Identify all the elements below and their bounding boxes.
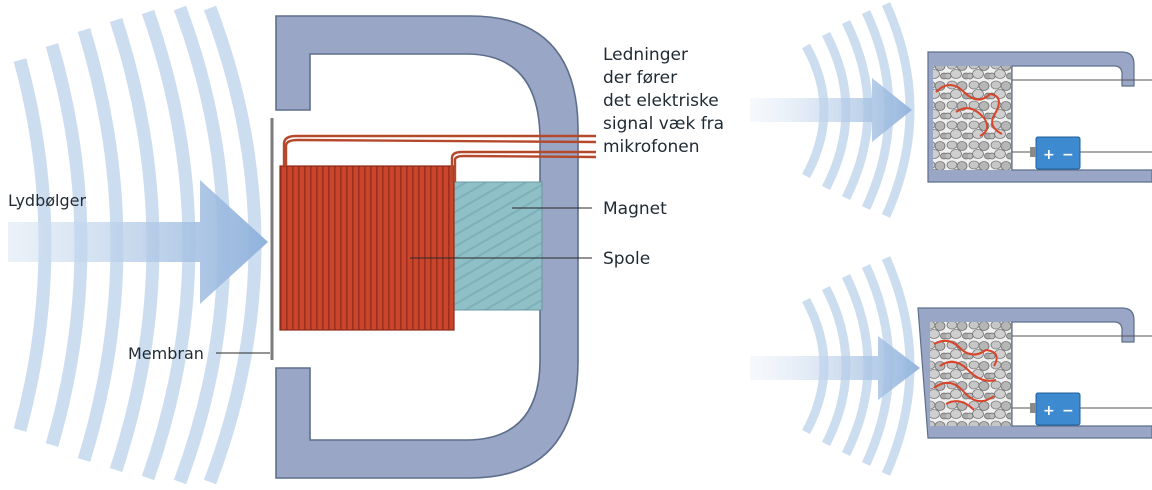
label-sound-waves: Lydbølger — [8, 191, 86, 210]
battery-plus-top: + — [1043, 147, 1055, 163]
leader-lines — [216, 207, 592, 354]
resistance-path-top — [935, 84, 1003, 137]
battery-minus-bottom: − — [1062, 403, 1074, 419]
label-magnet: Magnet — [603, 199, 667, 219]
label-wires-line-3: det elektriske — [603, 91, 719, 111]
carbon-mic-top: + − — [750, 2, 1152, 218]
label-membrane: Membran — [128, 344, 204, 363]
label-coil: Spole — [603, 249, 650, 269]
label-wires-line-1: Ledninger — [603, 45, 688, 65]
magnet-frame — [275, 15, 579, 479]
sound-arrow-bottom-right — [750, 336, 920, 400]
carbon-mic-bottom: + − — [750, 256, 1152, 476]
sound-arrow-top-right — [750, 78, 912, 142]
gravel-chamber-bottom — [930, 322, 1011, 426]
gravel-chamber-top — [933, 66, 1011, 170]
coil-block — [279, 165, 455, 331]
label-wires: Ledninger der fører det elektriske signa… — [603, 45, 724, 157]
coil-wires — [282, 134, 597, 182]
label-wires-line-2: der fører — [603, 68, 677, 88]
resistance-path-bottom — [933, 339, 998, 411]
sound-arrow-left — [8, 180, 268, 304]
label-wires-line-4: signal væk fra — [603, 114, 724, 134]
label-wires-line-5: mikrofonen — [603, 137, 700, 157]
battery-minus-top: − — [1062, 147, 1074, 163]
magnet-block — [451, 181, 543, 311]
battery-plus-bottom: + — [1043, 403, 1055, 419]
